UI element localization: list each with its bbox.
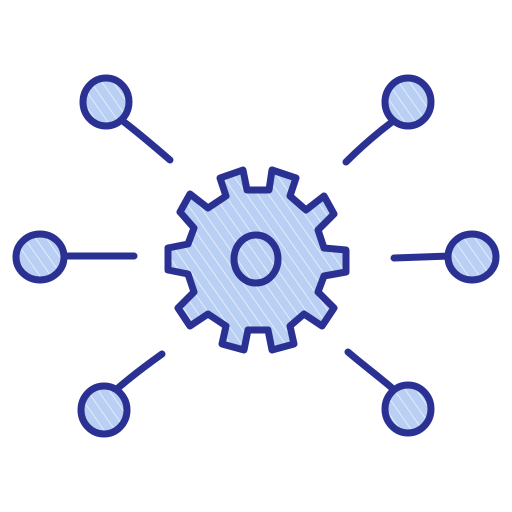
connector-lines xyxy=(64,118,454,392)
node-right-icon xyxy=(444,230,500,284)
network-nodes xyxy=(12,74,500,438)
node-top-left-icon xyxy=(79,74,133,130)
connector-bottom-right xyxy=(344,348,396,392)
node-left-icon xyxy=(12,230,68,284)
node-top-right-icon xyxy=(381,74,435,130)
gear-hole xyxy=(230,231,282,287)
gear-icon xyxy=(164,166,350,354)
node-bottom-right-icon xyxy=(381,381,435,437)
connector-top-right xyxy=(342,118,396,166)
connector-bottom-left xyxy=(114,350,166,392)
node-bottom-left-icon xyxy=(77,382,131,438)
connector-right xyxy=(390,252,454,262)
connector-top-left xyxy=(120,118,174,164)
